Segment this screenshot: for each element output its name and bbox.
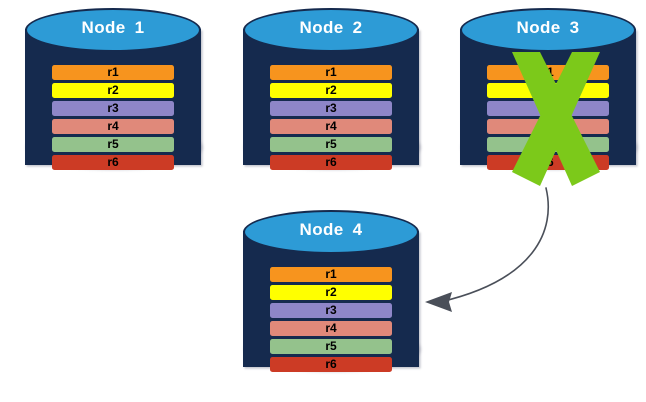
replica-row[interactable]: r2 [270,285,392,300]
replica-row[interactable]: r5 [270,137,392,152]
replica-row[interactable]: r6 [52,155,174,170]
replica-row[interactable]: r4 [270,321,392,336]
replica-row-list: r1 r2 r3 r4 r5 r6 [25,65,201,170]
cylinder-top-ellipse [243,8,419,52]
replica-row[interactable]: r5 [52,137,174,152]
replica-row[interactable]: r4 [52,119,174,134]
replica-row[interactable]: r5 [270,339,392,354]
replica-row[interactable]: r1 [52,65,174,80]
replica-row[interactable]: r3 [270,303,392,318]
replica-row[interactable]: r5 [487,137,609,152]
replica-row[interactable]: r3 [270,101,392,116]
cylinder-top-ellipse [243,210,419,254]
replica-row[interactable]: r3 [487,101,609,116]
replica-row[interactable]: r1 [270,65,392,80]
replica-row[interactable]: r2 [270,83,392,98]
replica-row[interactable]: r2 [52,83,174,98]
cylinder-top-ellipse [460,8,636,52]
replica-row[interactable]: r1 [270,267,392,282]
replica-row[interactable]: r4 [270,119,392,134]
replica-row[interactable]: r2 [487,83,609,98]
replica-row[interactable]: r1 [487,65,609,80]
replica-row[interactable]: r6 [487,155,609,170]
replica-row[interactable]: r3 [52,101,174,116]
cylinder-top-ellipse [25,8,201,52]
replica-row[interactable]: r6 [270,155,392,170]
replica-row[interactable]: r6 [270,357,392,372]
replica-row[interactable]: r4 [487,119,609,134]
replica-row-list: r1 r2 r3 r4 r5 r6 [243,267,419,372]
replica-row-list: r1 r2 r3 r4 r5 r6 [460,65,636,170]
replica-row-list: r1 r2 r3 r4 r5 r6 [243,65,419,170]
